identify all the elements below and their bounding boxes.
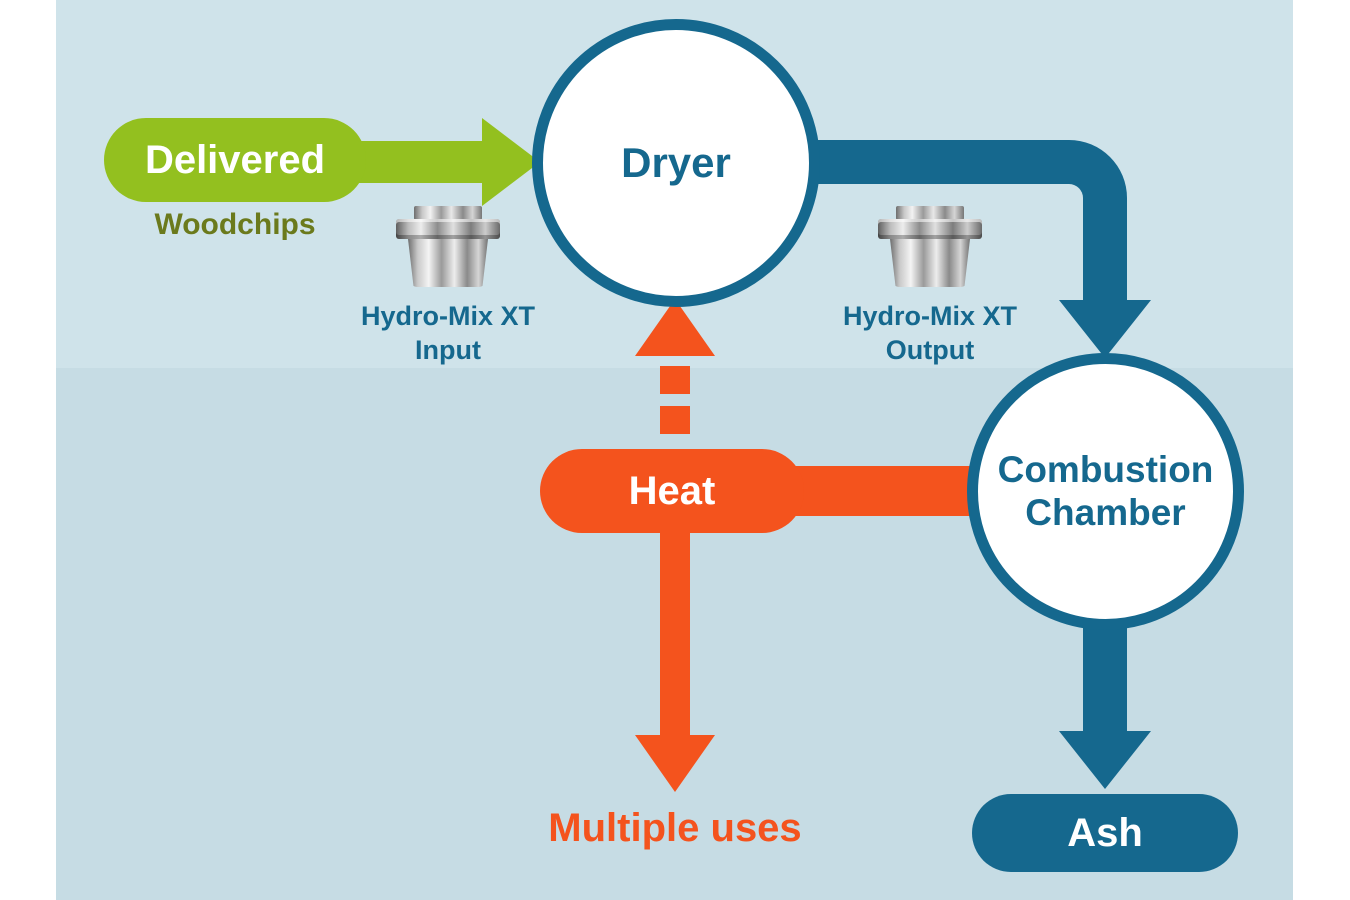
delivered-pill: Delivered bbox=[104, 118, 366, 202]
combustion-chamber-node: Combustion Chamber bbox=[967, 353, 1244, 630]
delivered-label: Delivered bbox=[144, 137, 326, 182]
green-arrow-head bbox=[482, 118, 540, 206]
sensor-body bbox=[890, 239, 970, 287]
hydro-mix-input-label: Hydro-Mix XT Input bbox=[336, 300, 560, 368]
dashed-arrow-head-up bbox=[635, 299, 715, 356]
dashed-arrow-dash bbox=[660, 366, 690, 394]
dryer-label: Dryer bbox=[621, 139, 731, 186]
green-arrow-shaft bbox=[358, 141, 484, 183]
sensor-flange bbox=[396, 219, 500, 239]
hydro-mix-output-sensor-image bbox=[878, 206, 982, 290]
dryer-node: Dryer bbox=[532, 19, 820, 307]
orange-arrow-shaft-down bbox=[660, 531, 690, 737]
combustion-label-line2: Chamber bbox=[1025, 491, 1186, 533]
hydro-mix-output-label-line2: Output bbox=[885, 334, 975, 365]
heat-label: Heat bbox=[628, 468, 716, 513]
woodchips-label: Woodchips bbox=[154, 208, 316, 241]
orange-arrow-head-down bbox=[635, 735, 715, 792]
sensor-flange bbox=[878, 219, 982, 239]
ash-pill: Ash bbox=[972, 794, 1238, 872]
ash-arrow-head bbox=[1059, 731, 1151, 789]
ash-arrow-shaft bbox=[1083, 615, 1127, 733]
sensor-body bbox=[408, 239, 488, 287]
teal-arrow-head-into-combustion bbox=[1059, 300, 1151, 358]
teal-elbow-connector bbox=[800, 140, 1127, 306]
dashed-arrow-dash bbox=[660, 406, 690, 434]
hydro-mix-input-sensor-image bbox=[396, 206, 500, 290]
ash-label: Ash bbox=[1067, 810, 1143, 855]
hydro-mix-output-label-line1: Hydro-Mix XT bbox=[842, 301, 1017, 331]
heat-pill: Heat bbox=[540, 449, 804, 533]
multiple-uses-label: Multiple uses bbox=[548, 806, 802, 850]
hydro-mix-input-label-line2: Input bbox=[415, 334, 481, 365]
combustion-label-line1: Combustion bbox=[997, 448, 1214, 490]
hydro-mix-output-label: Hydro-Mix XT Output bbox=[818, 300, 1042, 368]
sensor-top-cap bbox=[414, 206, 482, 220]
hydro-mix-input-label-line1: Hydro-Mix XT bbox=[360, 301, 535, 331]
heat-connector bbox=[785, 466, 995, 516]
sensor-top-cap bbox=[896, 206, 964, 220]
